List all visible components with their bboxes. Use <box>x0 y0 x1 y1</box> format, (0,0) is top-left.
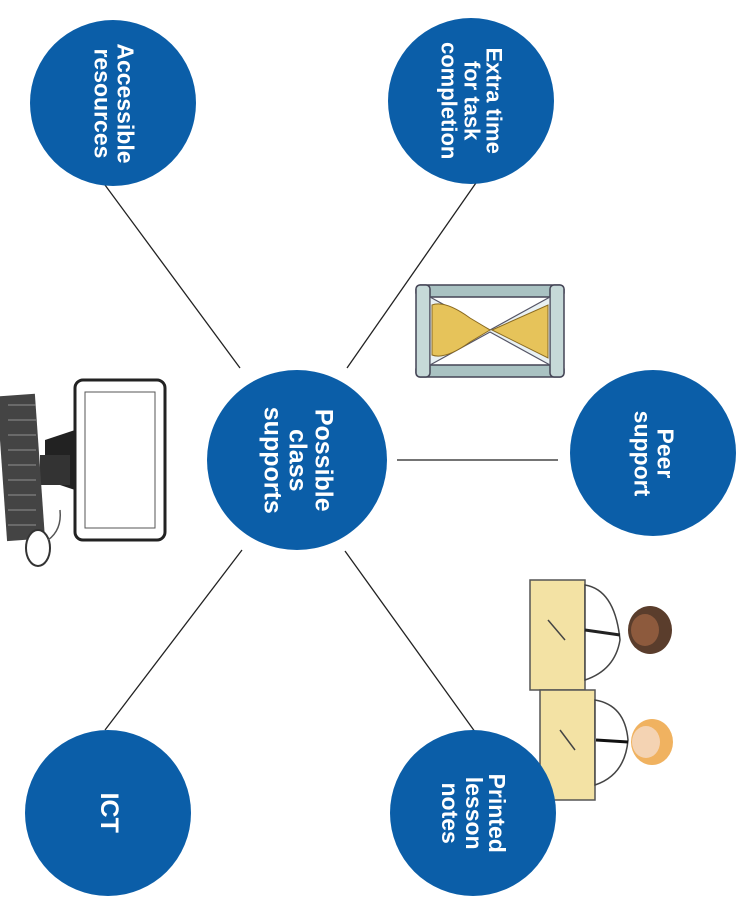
node-label-accessible-resources: Accessible resources <box>88 42 139 164</box>
node-ict: ICT <box>25 730 191 896</box>
students-at-desks-icon <box>529 579 673 801</box>
node-label-peer-support: Peer support <box>628 410 679 496</box>
center-node: Possible class supports <box>207 370 387 550</box>
node-label-extra-time: Extra time for task completion <box>436 42 507 160</box>
connector-accessible-resources <box>104 184 241 369</box>
hourglass-icon <box>415 284 565 378</box>
node-printed-lesson-notes: Printed lesson notes <box>390 730 556 896</box>
connector-extra-time <box>346 179 479 369</box>
node-label-printed-lesson-notes: Printed lesson notes <box>437 773 511 853</box>
computer-icon <box>0 378 167 567</box>
connector-printed-notes <box>344 550 479 737</box>
connector-ict <box>104 549 243 731</box>
node-peer-support: Peer support <box>570 370 736 536</box>
node-extra-time: Extra time for task completion <box>388 18 554 184</box>
node-label-ict: ICT <box>94 792 123 834</box>
node-accessible-resources: Accessible resources <box>30 20 196 186</box>
center-node-label: Possible class supports <box>258 406 338 514</box>
